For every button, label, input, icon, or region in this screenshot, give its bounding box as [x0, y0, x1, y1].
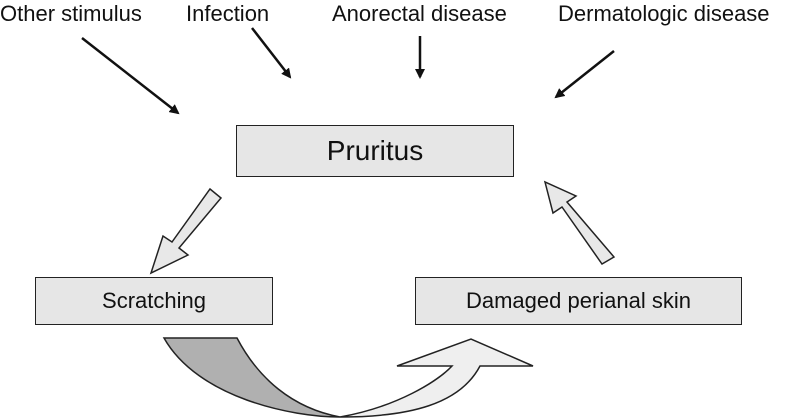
node-damaged-label: Damaged perianal skin — [465, 288, 692, 313]
label-dermatologic-disease: Dermatologic disease — [558, 1, 770, 26]
curved-arrow-scratching-to-damaged — [162, 337, 341, 418]
arrow-other-stimulus-to-pruritus — [81, 37, 180, 115]
curved-arrow-head-to-damaged — [339, 338, 534, 418]
arrow-infection-to-pruritus — [251, 27, 292, 79]
node-scratching-label: Scratching — [102, 288, 206, 313]
node-scratching: Scratching — [35, 277, 273, 325]
hollow-arrow-damaged-to-pruritus — [543, 180, 616, 265]
node-pruritus-label: Pruritus — [326, 135, 424, 166]
arrow-dermatologic-to-pruritus — [554, 50, 615, 99]
hollow-arrow-pruritus-to-scratching — [149, 187, 223, 275]
node-pruritus: Pruritus — [236, 125, 514, 177]
label-infection: Infection — [186, 1, 270, 26]
label-anorectal-disease: Anorectal disease — [332, 1, 507, 26]
label-other-stimulus: Other stimulus — [0, 1, 142, 26]
node-damaged-perianal-skin: Damaged perianal skin — [415, 277, 742, 325]
